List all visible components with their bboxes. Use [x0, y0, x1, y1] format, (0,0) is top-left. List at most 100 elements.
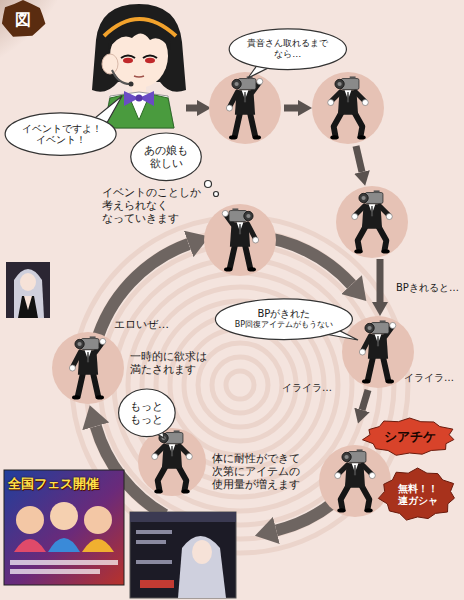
corner-shade — [0, 0, 80, 80]
character-thumbnail — [18, 296, 38, 318]
bubble-text: イベントですよ！ イベント！ — [22, 123, 100, 146]
text-group: あの娘も 欲しい — [143, 144, 189, 170]
event-banner — [4, 470, 124, 585]
speech-bubble: 貴音さん取れるまで なら… — [228, 28, 348, 70]
character-thumbnail — [14, 269, 44, 318]
figure-circle — [342, 316, 414, 388]
character-thumbnail — [24, 296, 32, 310]
concentric-rings — [226, 371, 254, 399]
bubble-text: BP回復アイテムがもうない — [235, 320, 333, 330]
caption-text: 一時的に欲求は 満たされます — [130, 350, 209, 376]
event-banner — [48, 538, 80, 552]
text-group: 無料！！ 連ガシャ — [397, 483, 439, 507]
character-thumbnail — [6, 262, 50, 318]
step-arrow — [356, 146, 362, 172]
event-banner — [84, 506, 112, 534]
concentric-rings — [198, 343, 282, 427]
splat-burst: シアチケ — [362, 418, 457, 456]
bubble-shape — [229, 29, 346, 70]
producer-figure — [222, 208, 258, 271]
step-arrow — [377, 259, 384, 302]
concentric-rings — [128, 273, 352, 497]
producer-figure — [69, 336, 105, 399]
corner-badge: 図 — [0, 0, 46, 39]
caption-text: エロいぜ… — [114, 318, 169, 331]
caption-text: 体に耐性ができて 次第にアイテムの 使用量が増えます — [212, 452, 302, 492]
character-thumbnail — [6, 262, 50, 318]
concentric-rings — [212, 357, 268, 413]
text-group: シアチケ — [384, 429, 436, 445]
cycle-arrow — [96, 244, 189, 344]
girl-illustration — [102, 54, 118, 74]
splat-burst: 無料！！ 連ガシャ — [378, 468, 457, 521]
phone-screenshot — [136, 540, 166, 544]
girl-illustration — [129, 82, 134, 87]
thought-bubble: あの娘も 欲しい — [130, 132, 202, 182]
text-group: 貴音さん取れるまで なら… — [246, 38, 329, 60]
text-group: イベントですよ！ イベント！ — [22, 123, 100, 146]
girl-illustration — [124, 91, 154, 106]
girl-illustration — [136, 95, 143, 102]
girl-illustration — [134, 76, 144, 77]
step-arrow — [284, 105, 298, 112]
caption-text: イライラ… — [282, 382, 332, 394]
bubble-shape — [5, 113, 116, 155]
caption-text: BPきれると… — [396, 282, 459, 294]
bubble-text: シアチケ — [384, 429, 436, 445]
bubble-text: 無料！！ 連ガシャ — [397, 483, 439, 507]
girl-illustration — [145, 58, 155, 64]
concentric-rings — [184, 329, 296, 441]
event-banner — [50, 502, 78, 530]
phone-screenshot — [136, 560, 172, 564]
event-banner — [10, 569, 100, 574]
event-banner — [82, 539, 114, 552]
text-group: BPがきれたBP回復アイテムがもうない — [235, 308, 333, 330]
bubble-shape — [119, 389, 176, 437]
caption-text: 全国フェス開催 — [8, 476, 99, 492]
bubble-tail — [90, 64, 358, 438]
figure-circle — [138, 428, 206, 496]
girl-illustration — [104, 19, 176, 36]
character-thumbnail — [20, 273, 36, 291]
caption-text: イベントのことしか 考えられなく なっていきます — [102, 186, 203, 226]
event-banner — [16, 506, 44, 534]
phone-screenshot — [130, 512, 236, 598]
phone-screenshot — [136, 530, 172, 534]
phone-screenshot — [192, 540, 212, 564]
bubble-tail — [205, 181, 212, 188]
step-arrow — [186, 105, 197, 112]
bubble-text: あの娘も 欲しい — [143, 144, 189, 170]
text-group: 図 — [15, 10, 31, 29]
producer-figure — [335, 449, 376, 512]
event-banner — [4, 470, 124, 585]
producer-figure — [352, 190, 393, 253]
girl-illustration — [104, 94, 174, 128]
phone-screenshot — [130, 512, 236, 598]
figure-circle — [52, 332, 124, 404]
producer-figure — [152, 430, 193, 493]
event-banner — [14, 539, 46, 552]
speech-bubble: イベントですよ！ イベント！ — [4, 112, 117, 156]
girl-illustration — [121, 56, 135, 59]
phone-screenshot — [140, 580, 174, 588]
figure-circle — [319, 445, 391, 517]
phone-screenshot — [178, 536, 226, 598]
girl-illustration — [112, 70, 130, 84]
splat-shape — [362, 418, 453, 455]
girl-illustration — [123, 58, 133, 64]
figure-circle — [209, 72, 281, 144]
bubble-text: BPがきれた — [235, 308, 333, 320]
figure-circle — [336, 186, 408, 258]
bubble-tail — [214, 192, 219, 197]
caption-text: イライラ… — [404, 372, 454, 384]
speech-bubble: もっと もっと — [118, 388, 176, 438]
phone-screenshot — [130, 512, 236, 522]
concentric-rings — [86, 231, 394, 539]
figure-circle — [312, 72, 384, 144]
producer-figure — [69, 76, 395, 512]
bubble-shape — [131, 133, 202, 181]
step-arrow — [362, 390, 368, 410]
producer-figure — [328, 76, 369, 139]
